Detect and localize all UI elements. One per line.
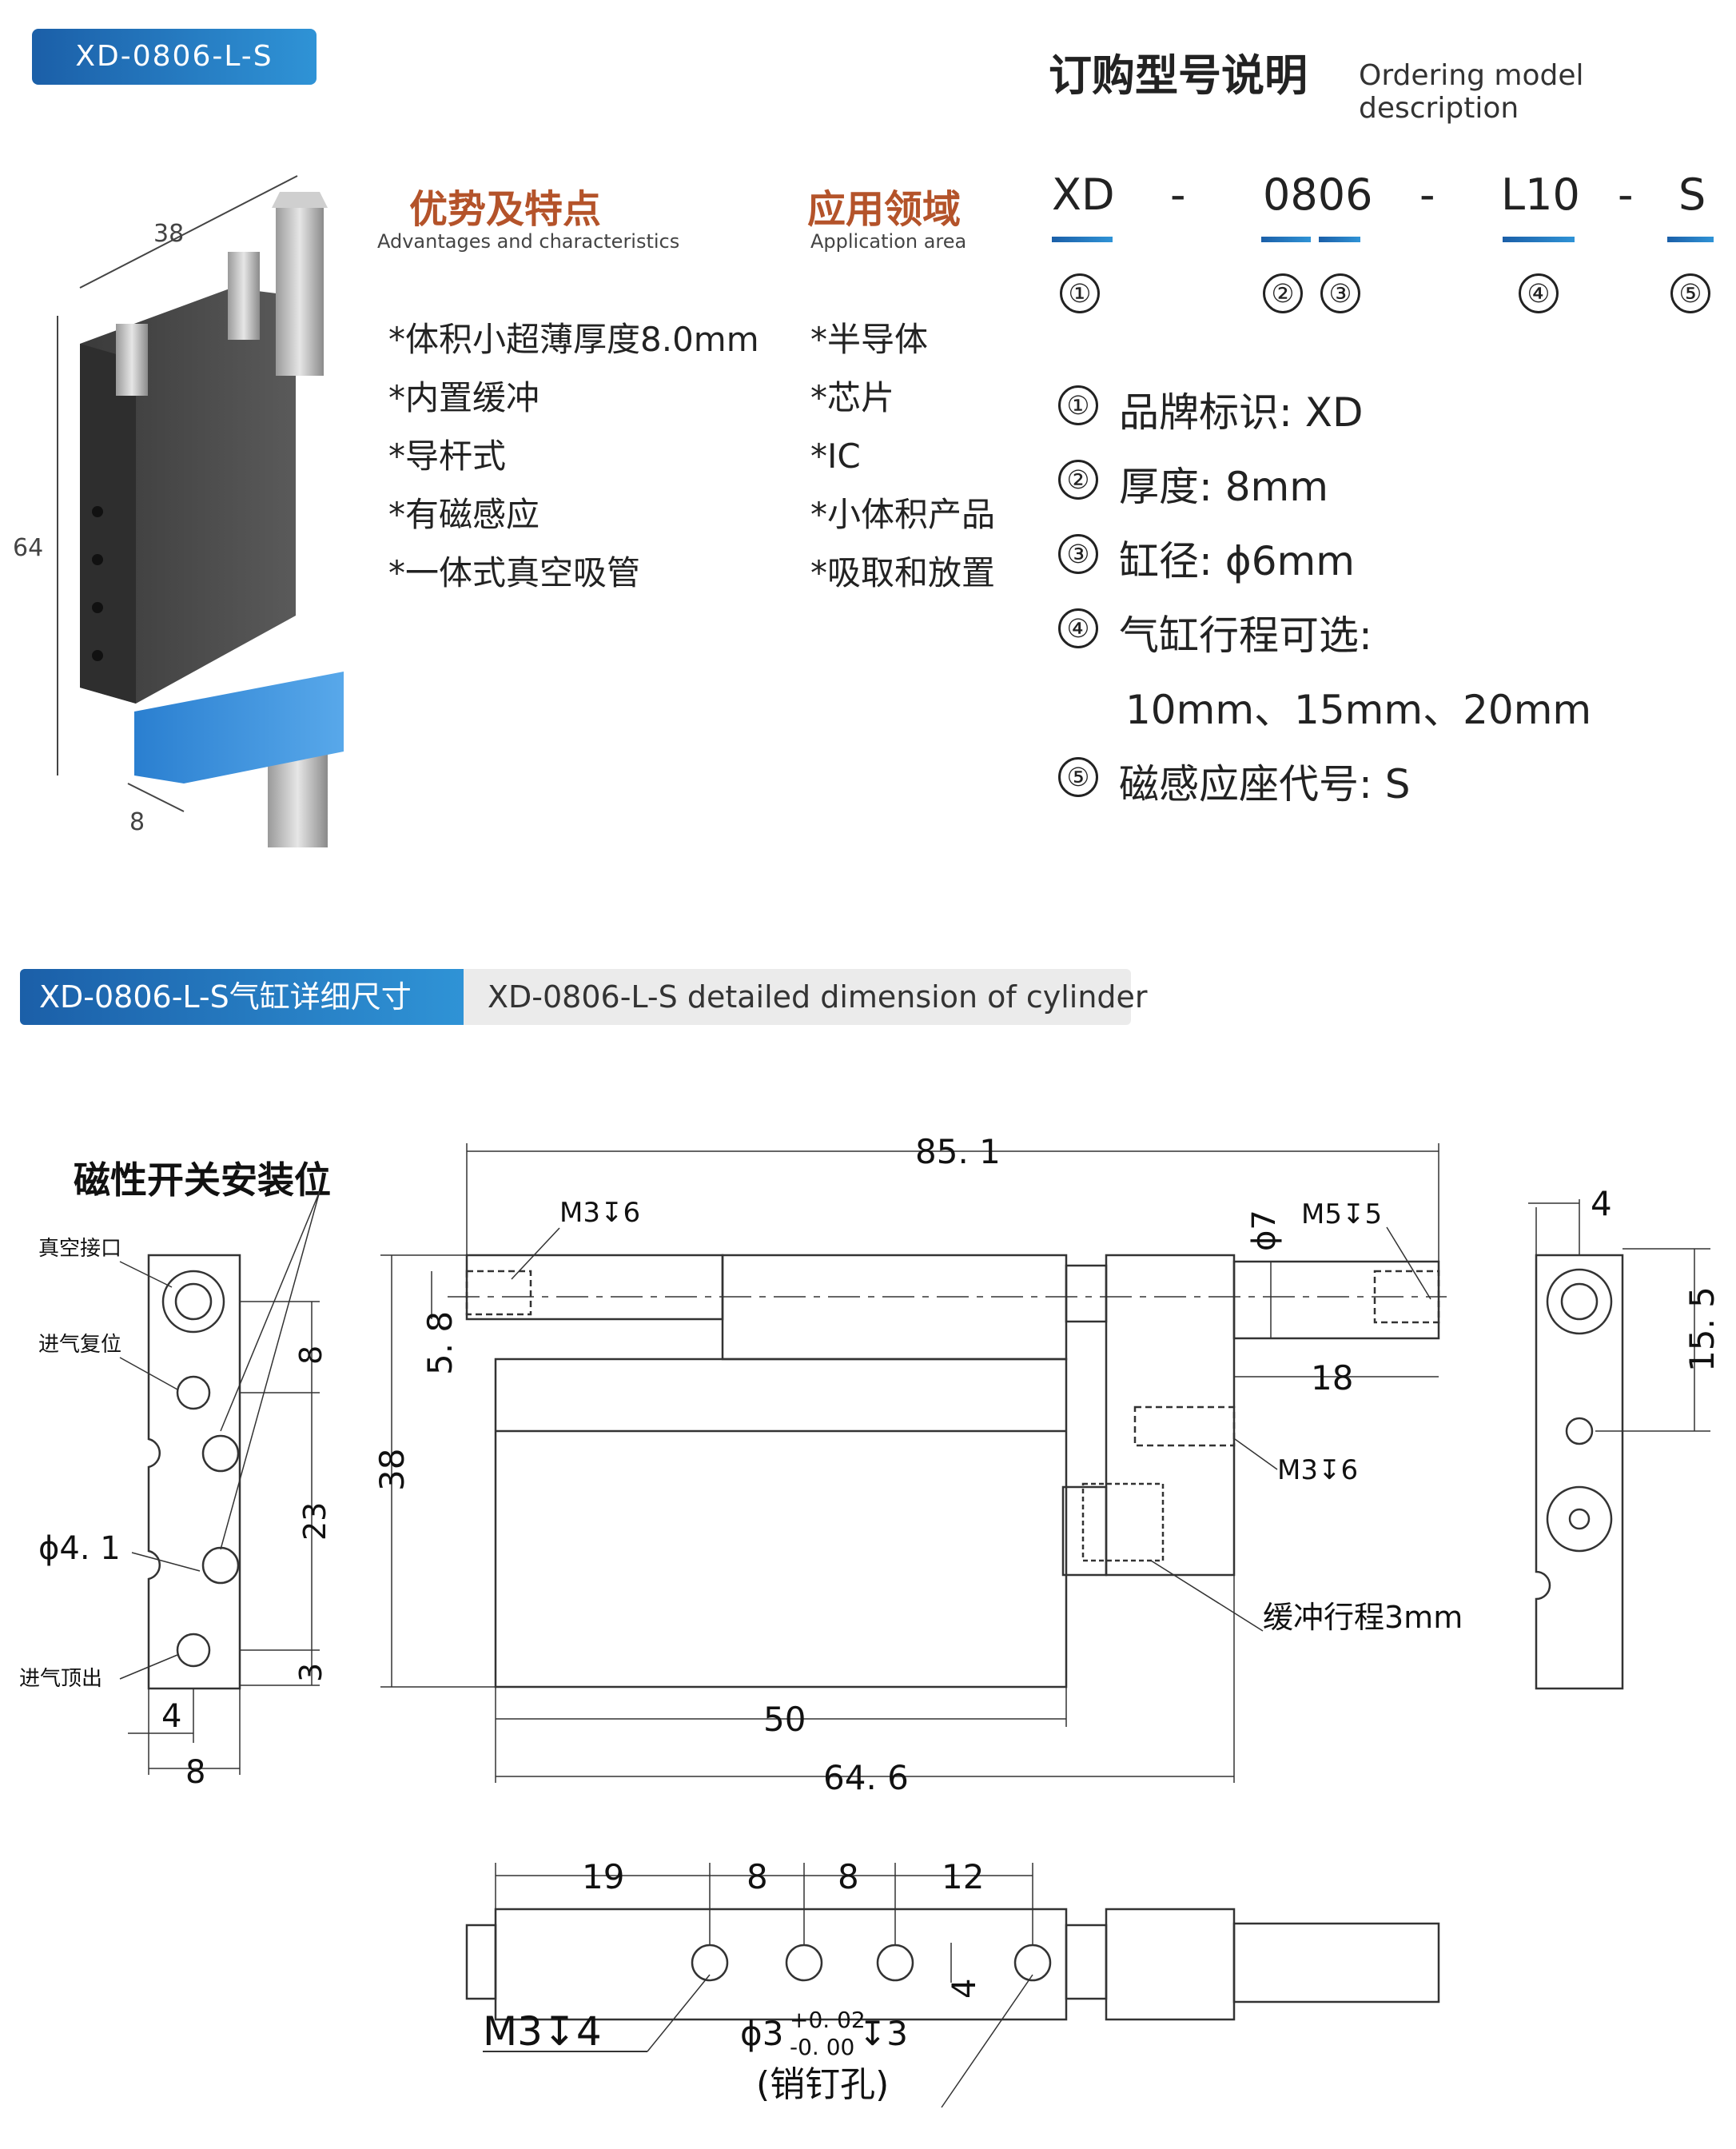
end-dim-155: 15. 5: [1682, 1286, 1722, 1372]
side-view: 磁性开关安装位 8 23 3 真空接口 进气复位 ϕ4. 1 进气顶出 4 8: [19, 1158, 332, 1791]
code-dash: -: [1419, 169, 1435, 220]
advantage-item: *内置缓冲: [388, 378, 540, 417]
side-dim-23: 23: [297, 1502, 332, 1541]
side-view-title: 磁性开关安装位: [74, 1158, 331, 1202]
side-dim-4: 4: [161, 1698, 181, 1735]
order-title: 订购型号说明: [1049, 50, 1308, 101]
desc-sensor: 磁感应座代号: S: [1119, 761, 1411, 807]
front-dim-58: 5. 8: [420, 1311, 460, 1375]
advantage-item: *体积小超薄厚度8.0mm: [388, 320, 759, 359]
code-underline: [1667, 237, 1714, 242]
side-dim-8b: 8: [185, 1754, 205, 1791]
code-marker-5: ⑤: [1670, 273, 1710, 313]
advantages-title: 优势及特点: [409, 187, 602, 232]
code-marker-4: ④: [1519, 273, 1559, 313]
code-marker-2: ②: [1263, 273, 1303, 313]
desc-stroke: 气缸行程可选:: [1119, 612, 1372, 659]
desc-brand: 品牌标识: XD: [1119, 389, 1364, 436]
side-dim-8: 8: [293, 1346, 328, 1365]
label-m3-bottom: M3↧4: [483, 2008, 602, 2055]
desc-bore: 缸径: ϕ6mm: [1119, 538, 1355, 584]
code-stroke: L10: [1501, 169, 1580, 220]
code-marker-1: ①: [1060, 273, 1100, 313]
applications-list: *半导体 *芯片 *IC *小体积产品 *吸取和放置: [810, 310, 995, 602]
bottom-dim-19: 19: [582, 1857, 624, 1896]
application-item: *小体积产品: [810, 495, 996, 534]
front-dim-18: 18: [1311, 1358, 1353, 1397]
bottom-dim-8b: 8: [838, 1857, 859, 1896]
technical-drawing: 磁性开关安装位 8 23 3 真空接口 进气复位 ϕ4. 1 进气顶出 4 8: [19, 1132, 1722, 2108]
applications-title: 应用领域: [807, 187, 962, 232]
application-item: *芯片: [810, 378, 895, 417]
application-item: *吸取和放置: [810, 553, 996, 592]
desc-thickness: 厚度: 8mm: [1119, 464, 1328, 510]
label-pin-name: (销钉孔): [756, 2064, 889, 2105]
label-m3a: M3↧6: [559, 1197, 640, 1229]
desc-marker: ②: [1058, 460, 1098, 500]
front-dim-646: 64. 6: [823, 1758, 909, 1797]
code-dash: -: [1170, 169, 1186, 220]
label-pin-depth: ↧3: [858, 2014, 908, 2053]
bottom-dim-12: 12: [942, 1857, 984, 1896]
code-underline: [1261, 237, 1311, 242]
code-underline: [1319, 237, 1360, 242]
label-d7: ϕ7: [1246, 1210, 1283, 1251]
application-item: *半导体: [810, 320, 929, 359]
label-pin-tol-up: +0. 02: [790, 2007, 866, 2033]
front-view: 85. 1 M3↧6 ϕ7 M5↧5 18 M3↧6 缓冲行程3mm 38 5.…: [372, 1132, 1463, 1797]
label-pin-tol-dn: -0. 00: [790, 2034, 854, 2060]
label-vacuum: 真空接口: [38, 1237, 121, 1261]
label-buffer: 缓冲行程3mm: [1263, 1600, 1463, 1635]
desc-marker: ①: [1058, 385, 1098, 425]
detail-bar-en: XD-0806-L-S detailed dimension of cylind…: [488, 979, 1148, 1015]
label-m3b: M3↧6: [1277, 1454, 1358, 1486]
dim-38: 38: [153, 220, 184, 248]
detail-bar-cn: XD-0806-L-S气缸详细尺寸: [20, 969, 464, 1025]
desc-marker: ④: [1058, 608, 1098, 648]
code-marker-3: ③: [1320, 273, 1360, 313]
code-size: 0806: [1263, 169, 1373, 220]
end-dim-4: 4: [1591, 1184, 1612, 1223]
advantage-item: *导杆式: [388, 437, 507, 476]
front-dim-50: 50: [763, 1700, 806, 1739]
label-eject: 进气顶出: [19, 1667, 102, 1691]
desc-marker: ③: [1058, 534, 1098, 574]
bottom-view: 19 8 8 12 4 M3↧4 ϕ3 +0. 02 -0. 00 ↧3 (销钉…: [465, 1857, 1440, 2108]
bottom-dim-4: 4: [946, 1979, 983, 1999]
applications-subtitle: Application area: [810, 230, 967, 253]
order-subtitle: Ordering model description: [1359, 59, 1584, 125]
side-dim-3: 3: [293, 1663, 328, 1682]
end-view: 4 15. 5: [1528, 1184, 1722, 1690]
front-dim-total: 85. 1: [915, 1132, 1001, 1171]
desc-stroke-options: 10mm、15mm、20mm: [1125, 687, 1592, 733]
application-item: *IC: [810, 437, 861, 476]
label-m5: M5↧5: [1301, 1198, 1382, 1230]
bottom-dim-8a: 8: [747, 1857, 768, 1896]
code-underline: [1052, 237, 1113, 242]
label-dia: ϕ4. 1: [38, 1530, 121, 1567]
code-sensor: S: [1678, 169, 1706, 220]
code-dash: -: [1618, 169, 1634, 220]
advantages-list: *体积小超薄厚度8.0mm *内置缓冲 *导杆式 *有磁感应 *一体式真空吸管: [388, 310, 759, 602]
label-reset: 进气复位: [38, 1333, 121, 1357]
desc-marker: ⑤: [1058, 757, 1098, 797]
label-pin-dia: ϕ3: [740, 2014, 783, 2053]
advantage-item: *有磁感应: [388, 495, 540, 534]
dim-64: 64: [13, 534, 43, 562]
product-illustration: 38 64 8: [13, 175, 344, 847]
code-brand: XD: [1052, 169, 1115, 220]
advantages-subtitle: Advantages and characteristics: [377, 230, 680, 253]
advantage-item: *一体式真空吸管: [388, 553, 641, 592]
code-underline: [1503, 237, 1575, 242]
front-dim-38: 38: [372, 1449, 412, 1491]
model-badge: XD-0806-L-S: [32, 29, 317, 85]
dim-8: 8: [129, 808, 145, 836]
